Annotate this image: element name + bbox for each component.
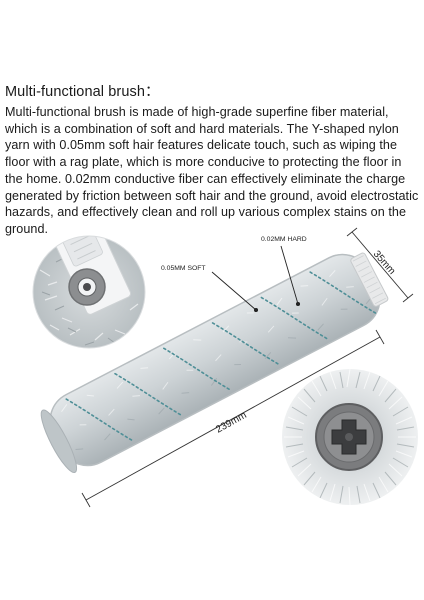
roller-brush	[40, 252, 389, 474]
end-view-detail-circle	[282, 369, 418, 505]
section-heading: Multi-functional brush：	[5, 84, 160, 100]
description-line: yarn with 0.05mm soft hair features deli…	[5, 138, 398, 153]
description-line: floor with a rag plate, which is more co…	[5, 155, 402, 170]
description-line: hazards, and effectively clean and roll …	[5, 205, 406, 220]
soft-fiber-label: 0.05MM SOFT	[161, 265, 206, 272]
fiber-leader-lines	[211, 245, 301, 313]
description-text: Multi-functional brush is made of high-g…	[5, 104, 419, 238]
hard-fiber-label: 0.02MM HARD	[261, 236, 307, 243]
description-line: which is a combination of soft and hard …	[5, 121, 399, 136]
diameter-dimension-line	[346, 227, 414, 303]
description-line: the home. 0.02mm conductive fiber can ef…	[5, 171, 406, 186]
end-clip-detail-circle	[32, 235, 146, 349]
description-line: ground.	[5, 221, 49, 236]
length-dimension-line	[81, 329, 385, 508]
description-line: generated by friction between soft hair …	[5, 188, 419, 203]
length-label: 239mm	[214, 410, 249, 436]
description-line: Multi-functional brush is made of high-g…	[5, 105, 389, 119]
